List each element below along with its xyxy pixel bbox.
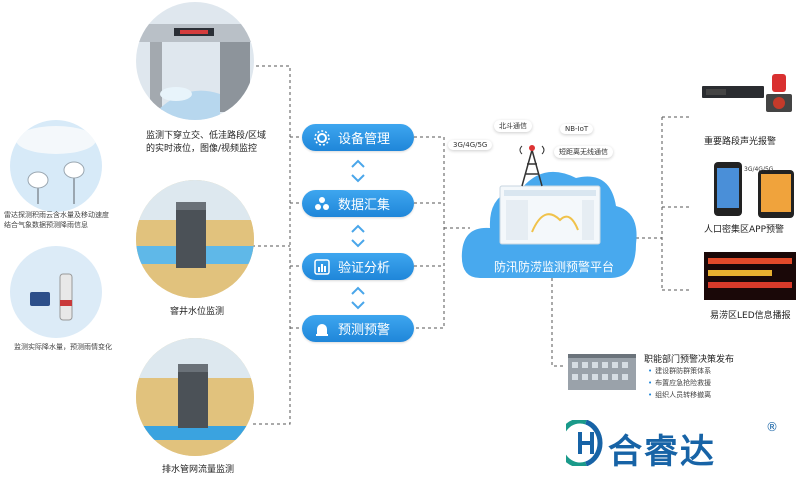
department-item: 布置应急抢险救援	[648, 378, 711, 388]
department-title: 职能部门预警决策发布	[644, 355, 735, 365]
department-building-image	[568, 354, 636, 390]
step-label: 验证分析	[338, 261, 391, 276]
step-label: 预测预警	[338, 323, 391, 338]
manhole-scene-image	[136, 180, 254, 298]
led-screen-image	[704, 252, 796, 300]
step-label: 数据汇集	[338, 198, 391, 213]
app-warning-label: 人口密集区APP预警	[704, 225, 785, 235]
gear-icon	[314, 129, 330, 146]
platform-title: 防汛防涝监测预警平台	[494, 260, 615, 274]
network-cellular: 3G/4G/5G	[448, 140, 493, 150]
down-arrows-icon	[351, 224, 365, 248]
down-arrows-icon	[351, 159, 365, 183]
cluster-icon	[314, 196, 330, 212]
sound-light-alarm-label: 重要路段声光报警	[704, 137, 777, 147]
step-data-collection: 数据汇集	[302, 190, 414, 217]
rain-gauge-label: 监测实际降水量，预测雨情变化	[14, 343, 112, 351]
radar-scene-image	[10, 120, 102, 212]
underpass-label: 监测下穿立交、低洼路段/区域 的实时液位，图像/视频监控	[146, 131, 267, 154]
alarm-device-image	[702, 74, 792, 112]
down-arrows-icon	[351, 286, 365, 310]
manhole-label: 窨井水位监测	[170, 307, 225, 317]
alarm-icon	[314, 321, 330, 337]
network-short-range: 短距离无线通信	[554, 146, 613, 158]
step-forecast-warning: 预测预警	[302, 315, 414, 342]
brand-logo-icon	[566, 420, 603, 466]
step-label: 设备管理	[338, 132, 391, 147]
brand-name: 合睿达	[608, 432, 716, 472]
department-item: 建设群防群策体系	[648, 366, 711, 376]
registered-mark: ®	[766, 420, 778, 434]
radar-label: 雷达探测积雨云含水量及移动速度 结合气象数据预测降雨信息	[4, 211, 109, 229]
step-device-management: 设备管理	[302, 124, 414, 151]
drain-label: 排水管网流量监测	[162, 465, 235, 475]
network-nbiot: NB-IoT	[560, 124, 594, 134]
department-item: 组织人员转移撤离	[648, 390, 711, 400]
drain-scene-image	[136, 338, 254, 456]
app-network-badge: 3G/4G/5G	[744, 166, 774, 173]
underpass-scene-image	[136, 2, 254, 120]
platform-cloud	[461, 171, 637, 278]
signal-tower-icon	[519, 145, 545, 187]
chart-icon	[314, 258, 330, 275]
rain-gauge-image	[10, 246, 102, 338]
led-broadcast-label: 易涝区LED信息播报	[710, 311, 791, 321]
step-verification-analysis: 验证分析	[302, 253, 414, 280]
app-devices-image	[714, 162, 794, 218]
network-beidou: 北斗通信	[494, 120, 532, 132]
